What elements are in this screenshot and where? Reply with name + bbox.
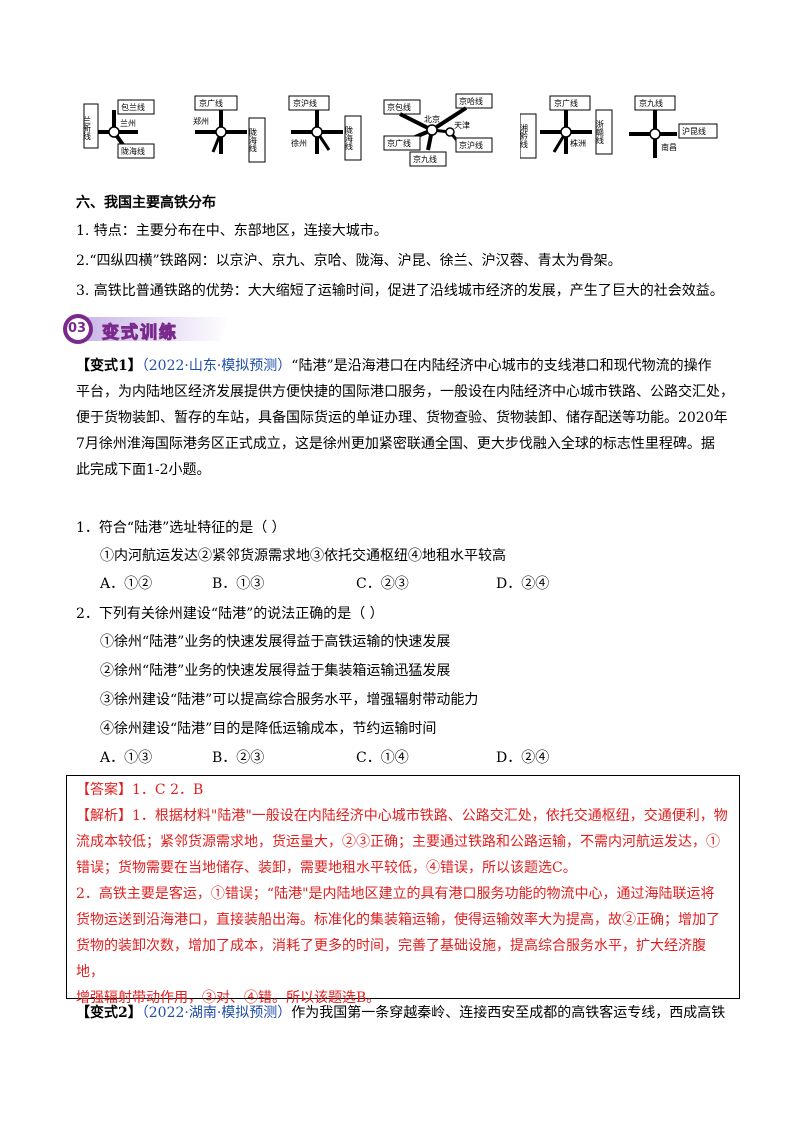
- label-jingguang: 京广线: [554, 98, 578, 108]
- junction-diagram-zhengzhou: 京广线 郑州 陇海线: [185, 92, 275, 168]
- label-jingbao: 京包线: [387, 102, 411, 112]
- label-lanzhou: 兰州: [120, 118, 136, 128]
- answer-box: [66, 775, 740, 999]
- question1-stem: 1．符合“陆港”选址特征的是（ ）: [76, 520, 286, 536]
- railway-junction-diagrams: 兰新线 包兰线 兰州 陇海线 京广线 郑州 陇海线 京沪线: [80, 92, 720, 168]
- option-d: D．②④: [496, 576, 550, 592]
- junction-diagram-xuzhou: 京沪线 徐州 陇海线: [285, 92, 375, 168]
- passage-line: 便于货物装卸、暂存的车站，具备国际货运的单证办理、货物查验、货物装卸、储存配送等…: [76, 410, 728, 426]
- junction-diagram-nanchang: 京九线 沪昆线 南昌: [625, 92, 720, 168]
- variant1-passage: 【变式1】（2022·山东·模拟预测）“陆港”是沿海港口在内陆经济中心城市的支线…: [76, 353, 736, 483]
- variant-source: （2022·山东·模拟预测）: [141, 358, 292, 374]
- passage-line: 此完成下面1-2小题。: [76, 462, 211, 478]
- passage-line: 作为我国第一条穿越秦岭、连接西安至成都的高铁客运专线，西成高铁: [291, 1005, 726, 1021]
- junction-diagram-beijing: 京包线 京哈线 北京 天津 京广线 京沪线 京九线: [380, 92, 500, 168]
- label-zhuzhou: 株洲: [570, 138, 586, 148]
- label-zhegan: 浙赣线: [596, 119, 605, 144]
- variant-tag: 【变式2】: [76, 1005, 142, 1021]
- variant-source: （2022·湖南·模拟预测）: [141, 1005, 292, 1021]
- banner-number: 03: [68, 321, 87, 336]
- label-jingguang: 京广线: [199, 98, 223, 108]
- label-jingguang: 京广线: [387, 138, 411, 148]
- question2-item: ④徐州建设“陆港”目的是降低运输成本，节约运输时间: [100, 721, 437, 737]
- passage-line: 7月徐州淮海国际港务区正式成立，这是徐州更加紧密联通全国、更大步伐融入全球的标志…: [76, 436, 715, 452]
- label-longhai: 陇海线: [249, 127, 258, 152]
- analysis-block: 【解析】1．根据材料"陆港"一般设在内陆经济中心城市铁路、公路交汇处，依托交通枢…: [76, 803, 728, 1011]
- answer-line: 【答案】1．C 2．B: [76, 782, 204, 798]
- label-jingjiu: 京九线: [413, 154, 437, 164]
- variant2-passage: 【变式2】（2022·湖南·模拟预测）作为我国第一条穿越秦岭、连接西安至成都的高…: [76, 1000, 736, 1026]
- label-jingha: 京哈线: [459, 96, 483, 106]
- passage-line: 平台，为内陆地区经济发展提供方便快捷的国际港口服务，一般设在内陆经济中心城市铁路…: [76, 384, 734, 400]
- section-item: 3. 高铁比普通铁路的优势：大大缩短了运输时间，促进了沿线城市经济的发展，产生了…: [76, 283, 724, 299]
- option-b: B．②③: [212, 750, 265, 766]
- option-a: A．①③: [100, 750, 153, 766]
- question2-item: ②徐州“陆港”业务的快速发展得益于集装箱运输迅猛发展: [100, 663, 451, 679]
- label-xuzhou: 徐州: [291, 138, 307, 148]
- label-xiangqian: 湘黔线: [520, 123, 529, 148]
- section-item: 1. 特点：主要分布在中、东部地区，连接大城市。: [76, 223, 388, 239]
- section-title: 六、我国主要高铁分布: [76, 195, 216, 211]
- label-nanchang: 南昌: [661, 142, 677, 152]
- analysis-line: 增强辐射带动作用，③对、④错。所以该题选B。: [76, 990, 381, 1006]
- question2-stem: 2．下列有关徐州建设“陆港”的说法正确的是（ ）: [76, 606, 384, 622]
- analysis-line: 流成本较低；紧邻货源需求地，货运量大，②③正确；主要通过铁路和公路运输，不需内河…: [76, 834, 720, 850]
- analysis-line: 货物运送到沿海港口，直接装船出海。标准化的集装箱运输，使得运输效率大为提高，故②…: [76, 912, 720, 928]
- analysis-line: 错误；货物需要在当地储存、装卸，需要地租水平较低，④错误，所以该题选C。: [76, 860, 577, 876]
- junction-diagram-zhuzhou: 京广线 湘黔线 株洲 浙赣线: [520, 92, 620, 168]
- question2-item: ①徐州“陆港”业务的快速发展得益于高铁运输的快速发展: [100, 634, 451, 650]
- option-d: D．②④: [496, 750, 550, 766]
- option-c: C．①④: [356, 750, 409, 766]
- label-lanxin: 兰新线: [83, 115, 92, 140]
- option-c: C．②③: [356, 576, 409, 592]
- banner-title: 变式训练: [102, 323, 178, 344]
- option-b: B．①③: [212, 576, 265, 592]
- label-jinghu: 京沪线: [293, 98, 317, 108]
- passage-line: “陆港”是沿海港口在内陆经济中心城市的支线港口和现代物流的操作: [291, 358, 712, 374]
- label-longhai: 陇海线: [345, 125, 354, 150]
- label-tianjin: 天津: [454, 120, 470, 130]
- section-banner: 03 变式训练: [60, 313, 240, 345]
- label-longhai: 陇海线: [121, 146, 145, 156]
- label-zhengzhou: 郑州: [193, 116, 209, 126]
- label-baolan: 包兰线: [121, 102, 145, 112]
- question1-items: ①内河航运发达②紧邻货源需求地③依托交通枢纽④地租水平较高: [100, 548, 506, 564]
- label-hukun: 沪昆线: [682, 126, 706, 136]
- variant-tag: 【变式1】: [76, 358, 142, 374]
- question2-item: ③徐州建设“陆港”可以提高综合服务水平，增强辐射带动能力: [100, 692, 479, 708]
- analysis-line: 货物的装卸次数，增加了成本，消耗了更多的时间，完善了基础设施，提高综合服务水平，…: [76, 938, 706, 980]
- label-jingjiu: 京九线: [639, 98, 663, 108]
- label-jinghu: 京沪线: [459, 140, 483, 150]
- label-beijing: 北京: [424, 114, 440, 124]
- option-a: A．①②: [100, 576, 153, 592]
- section-item: 2.“四纵四横”铁路网：以京沪、京九、京哈、陇海、沪昆、徐兰、沪汉蓉、青太为骨架…: [76, 253, 622, 269]
- analysis-line: 【解析】1．根据材料"陆港"一般设在内陆经济中心城市铁路、公路交汇处，依托交通枢…: [76, 808, 728, 824]
- analysis-line: 2．高铁主要是客运，①错误；“陆港"是内陆地区建立的具有港口服务功能的物流中心，…: [76, 886, 715, 902]
- junction-diagram-lanzhou: 兰新线 包兰线 兰州 陇海线: [80, 92, 160, 168]
